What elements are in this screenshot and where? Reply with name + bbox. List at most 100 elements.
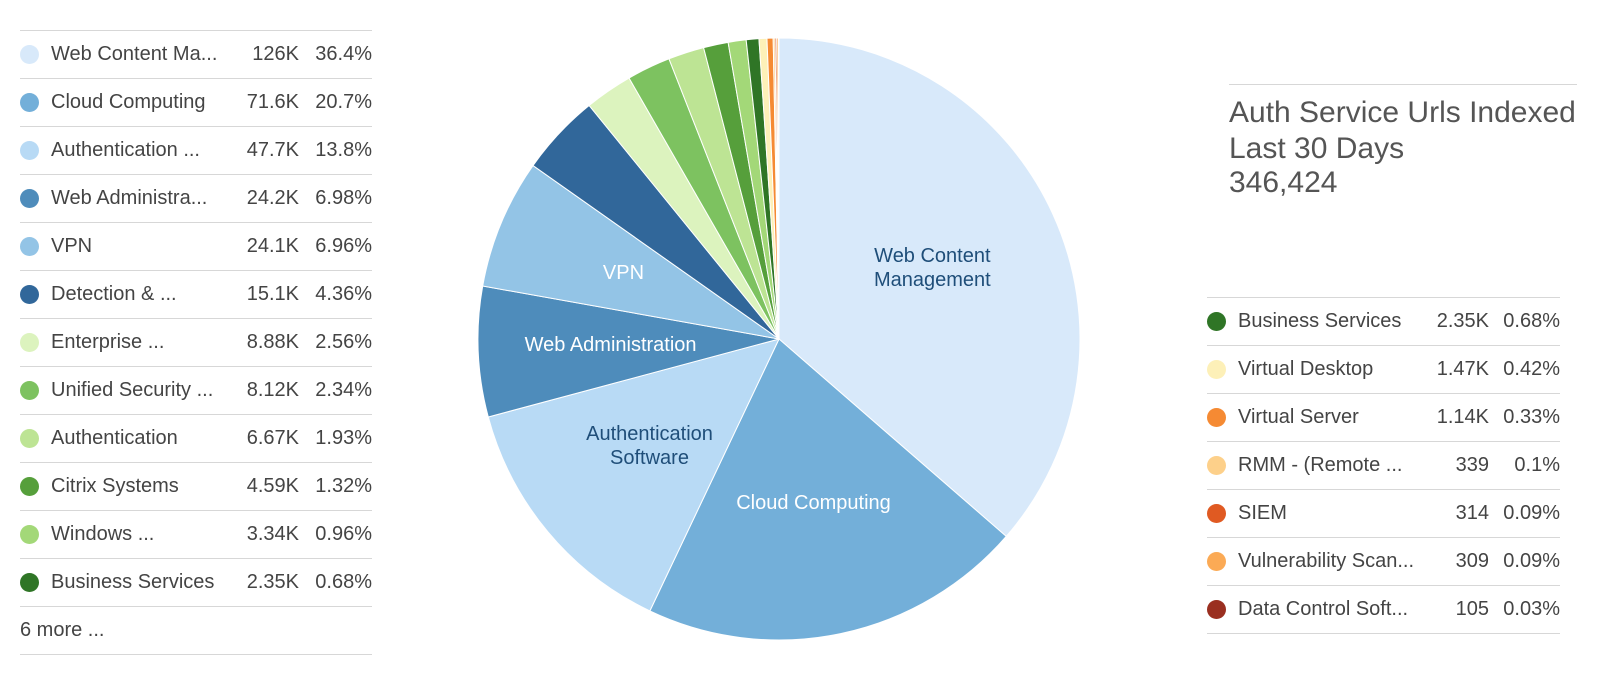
legend-swatch-icon bbox=[1207, 360, 1226, 379]
legend-item-percent: 20.7% bbox=[315, 91, 372, 113]
legend-item-percent: 0.42% bbox=[1503, 358, 1560, 380]
legend-swatch-icon bbox=[20, 429, 39, 448]
legend-item-percent: 2.34% bbox=[315, 379, 372, 401]
legend-item-value: 309 bbox=[1455, 550, 1489, 572]
legend-item-label: SIEM bbox=[1238, 502, 1287, 524]
legend-item-value: 105 bbox=[1455, 598, 1489, 620]
legend-swatch-icon bbox=[20, 45, 39, 64]
legend-item-value: 8.88K bbox=[246, 331, 299, 353]
legend-swatch-icon bbox=[20, 333, 39, 352]
legend-swatch-icon bbox=[20, 477, 39, 496]
legend-swatch-icon bbox=[20, 381, 39, 400]
legend-item[interactable]: SIEM 314 0.09% bbox=[1207, 489, 1560, 537]
legend-more-link[interactable]: 6 more ... bbox=[20, 606, 372, 655]
kpi-value: 346,424 bbox=[1229, 166, 1338, 199]
legend-swatch-icon bbox=[20, 573, 39, 592]
kpi-title: Auth Service Urls Indexed Last 30 Days bbox=[1229, 96, 1576, 165]
legend-swatch-icon bbox=[1207, 312, 1226, 331]
kpi-panel: Auth Service Urls Indexed Last 30 Days 3… bbox=[1229, 84, 1577, 199]
pie-slice[interactable] bbox=[477, 285, 780, 418]
legend-item-percent: 1.32% bbox=[315, 475, 372, 497]
legend-item-value: 71.6K bbox=[246, 91, 299, 113]
pie-slice[interactable] bbox=[482, 164, 780, 340]
legend-item-percent: 6.98% bbox=[315, 187, 372, 209]
legend-swatch-icon bbox=[20, 525, 39, 544]
pie-slice-label: VPN bbox=[603, 262, 644, 284]
legend-item-value: 4.59K bbox=[246, 475, 299, 497]
legend-item-label: Vulnerability Scan... bbox=[1238, 550, 1415, 572]
legend-item-percent: 13.8% bbox=[315, 139, 372, 161]
legend-item-percent: 1.93% bbox=[315, 427, 372, 449]
legend-item-percent: 0.1% bbox=[1514, 454, 1560, 476]
legend-item-label: RMM - (Remote ... bbox=[1238, 454, 1403, 476]
legend-item-value: 6.67K bbox=[246, 427, 299, 449]
legend-item[interactable]: Data Control Soft... 105 0.03% bbox=[1207, 585, 1560, 634]
pie-slice[interactable] bbox=[778, 37, 1081, 538]
legend-item[interactable]: Vulnerability Scan... 309 0.09% bbox=[1207, 537, 1560, 585]
legend-item-value: 15.1K bbox=[246, 283, 299, 305]
pie-slice-label: Cloud Computing bbox=[736, 492, 891, 514]
legend-swatch-icon bbox=[20, 93, 39, 112]
legend-item-value: 126K bbox=[252, 43, 299, 65]
legend-item-value: 2.35K bbox=[246, 571, 299, 593]
legend-item-percent: 4.36% bbox=[315, 283, 372, 305]
legend-swatch-icon bbox=[1207, 552, 1226, 571]
legend-item-label: Virtual Server bbox=[1238, 406, 1359, 428]
legend-item-percent: 0.68% bbox=[315, 571, 372, 593]
pie-slice[interactable] bbox=[649, 338, 1007, 641]
legend-swatch-icon bbox=[20, 285, 39, 304]
legend-item-value: 314 bbox=[1455, 502, 1489, 524]
pie-slice[interactable] bbox=[777, 37, 780, 340]
legend-item-value: 47.7K bbox=[246, 139, 299, 161]
pie-slice[interactable] bbox=[487, 338, 780, 612]
legend-item-percent: 0.09% bbox=[1503, 550, 1560, 572]
legend-item-value: 24.1K bbox=[246, 235, 299, 257]
legend-item[interactable]: Virtual Desktop 1.47K 0.42% bbox=[1207, 345, 1560, 393]
legend-item-percent: 0.09% bbox=[1503, 502, 1560, 524]
legend-swatch-icon bbox=[20, 189, 39, 208]
legend-item-percent: 6.96% bbox=[315, 235, 372, 257]
legend-item-label: Data Control Soft... bbox=[1238, 598, 1409, 620]
legend-swatch-icon bbox=[1207, 408, 1226, 427]
legend-item-percent: 0.96% bbox=[315, 523, 372, 545]
legend-item-value: 8.12K bbox=[246, 379, 299, 401]
legend-item-value: 24.2K bbox=[246, 187, 299, 209]
legend-swatch-icon bbox=[1207, 600, 1226, 619]
legend-swatch-icon bbox=[20, 237, 39, 256]
legend-item[interactable]: Virtual Server 1.14K 0.33% bbox=[1207, 393, 1560, 441]
legend-item-percent: 36.4% bbox=[315, 43, 372, 65]
legend-item-value: 339 bbox=[1455, 454, 1489, 476]
legend-item-percent: 0.03% bbox=[1503, 598, 1560, 620]
legend-item-percent: 0.33% bbox=[1503, 406, 1560, 428]
legend-right: Business Services 2.35K 0.68% Virtual Deskt… bbox=[1207, 297, 1560, 634]
legend-item-value: 1.14K bbox=[1436, 406, 1489, 428]
legend-swatch-icon bbox=[1207, 504, 1226, 523]
legend-item-value: 2.35K bbox=[1436, 310, 1489, 332]
legend-item-value: 3.34K bbox=[246, 523, 299, 545]
legend-item[interactable]: RMM - (Remote ... 339 0.1% bbox=[1207, 441, 1560, 489]
pie-slice-label: Web Administration bbox=[525, 334, 697, 356]
legend-swatch-icon bbox=[20, 141, 39, 160]
legend-item[interactable]: Business Services 2.35K 0.68% bbox=[1207, 297, 1560, 345]
legend-item-label: Virtual Desktop bbox=[1238, 358, 1374, 380]
legend-item-value: 1.47K bbox=[1436, 358, 1489, 380]
legend-item-percent: 0.68% bbox=[1503, 310, 1560, 332]
legend-item-label: Business Services bbox=[1238, 310, 1402, 332]
legend-swatch-icon bbox=[1207, 456, 1226, 475]
